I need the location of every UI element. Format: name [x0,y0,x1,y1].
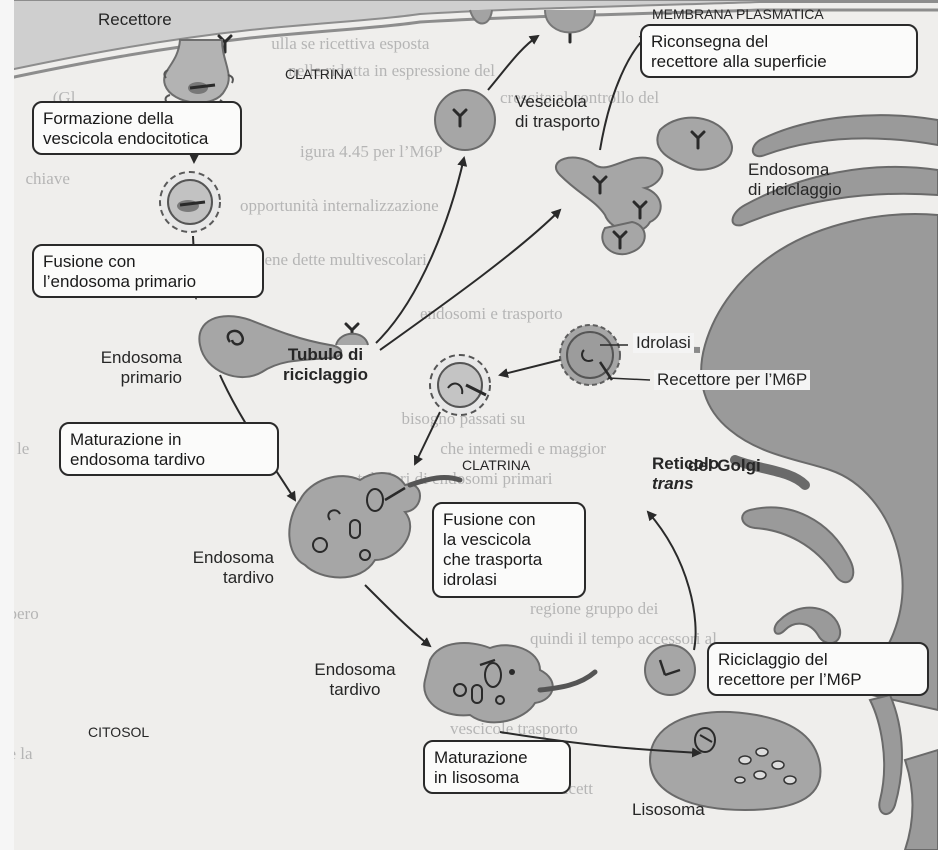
label-endosoma-tardivo-1: Endosoma tardivo [192,548,274,587]
label-idrolasi: Idrolasi [633,333,694,353]
label-endosoma-riciclaggio: Endosoma di riciclaggio [748,160,842,199]
label-endosoma-primario: Endosoma primario [100,348,182,387]
label-lisosoma: Lisosoma [632,800,705,819]
label-endosoma-tardivo-2: Endosoma tardivo [314,660,396,699]
step-fusione-endosoma-primario: Fusione con l’endosoma primario [32,244,264,298]
label-reticolo-trans: trans [652,474,694,493]
label-clatrina-top: CLATRINA [285,66,354,82]
step-maturazione-endosoma-tardivo: Maturazione in endosoma tardivo [59,422,279,476]
lysosome [648,710,822,812]
label-tubulo-riciclaggio: Tubulo di riciclaggio [282,345,369,384]
label-membrana-plasmatica: MEMBRANA PLASMATICA [652,6,824,22]
step-riconsegna-recettore: Riconsegna del recettore alla superficie [640,24,918,78]
trans-golgi-network [644,114,938,850]
pathway-arrows [189,33,702,758]
label-reticolo: Reticolo trans [652,434,719,494]
clathrin-pit [163,39,234,110]
hydrolase-vesicle [559,324,621,386]
step-maturazione-lisosoma: Maturazione in lisosoma [423,740,571,794]
step-fusione-vescicola-idrolasi: Fusione con la vescicola che trasporta i… [432,502,586,598]
label-vescicola-trasporto: Vescicola di trasporto [515,92,601,131]
plasma-membrane [0,0,938,74]
recycling-endosome [555,116,733,256]
label-reticolo-word: Reticolo [652,454,720,473]
clathrin-vesicle [429,354,491,416]
step-formazione-vescicola: Formazione della vescicola endocitotica [32,101,242,155]
label-clatrina-mid: CLATRINA [462,457,531,473]
page-margin [0,0,14,850]
label-del-golgi: del Golgi [688,456,761,475]
label-citosol: CITOSOL [88,724,150,740]
label-recettore-m6p: Recettore per l’M6P [654,370,811,390]
transport-vesicle [434,89,496,151]
late-endosome-1 [288,472,463,579]
m6p-callout [607,377,651,381]
m6p-recycling-vesicle [644,644,696,696]
late-endosome-2 [423,642,598,724]
primary-endosome [198,315,369,379]
label-recettore: Recettore [98,10,172,29]
endocytic-vesicle [159,171,221,233]
step-riciclaggio-m6p: Riciclaggio del recettore per l’M6P [707,642,929,696]
